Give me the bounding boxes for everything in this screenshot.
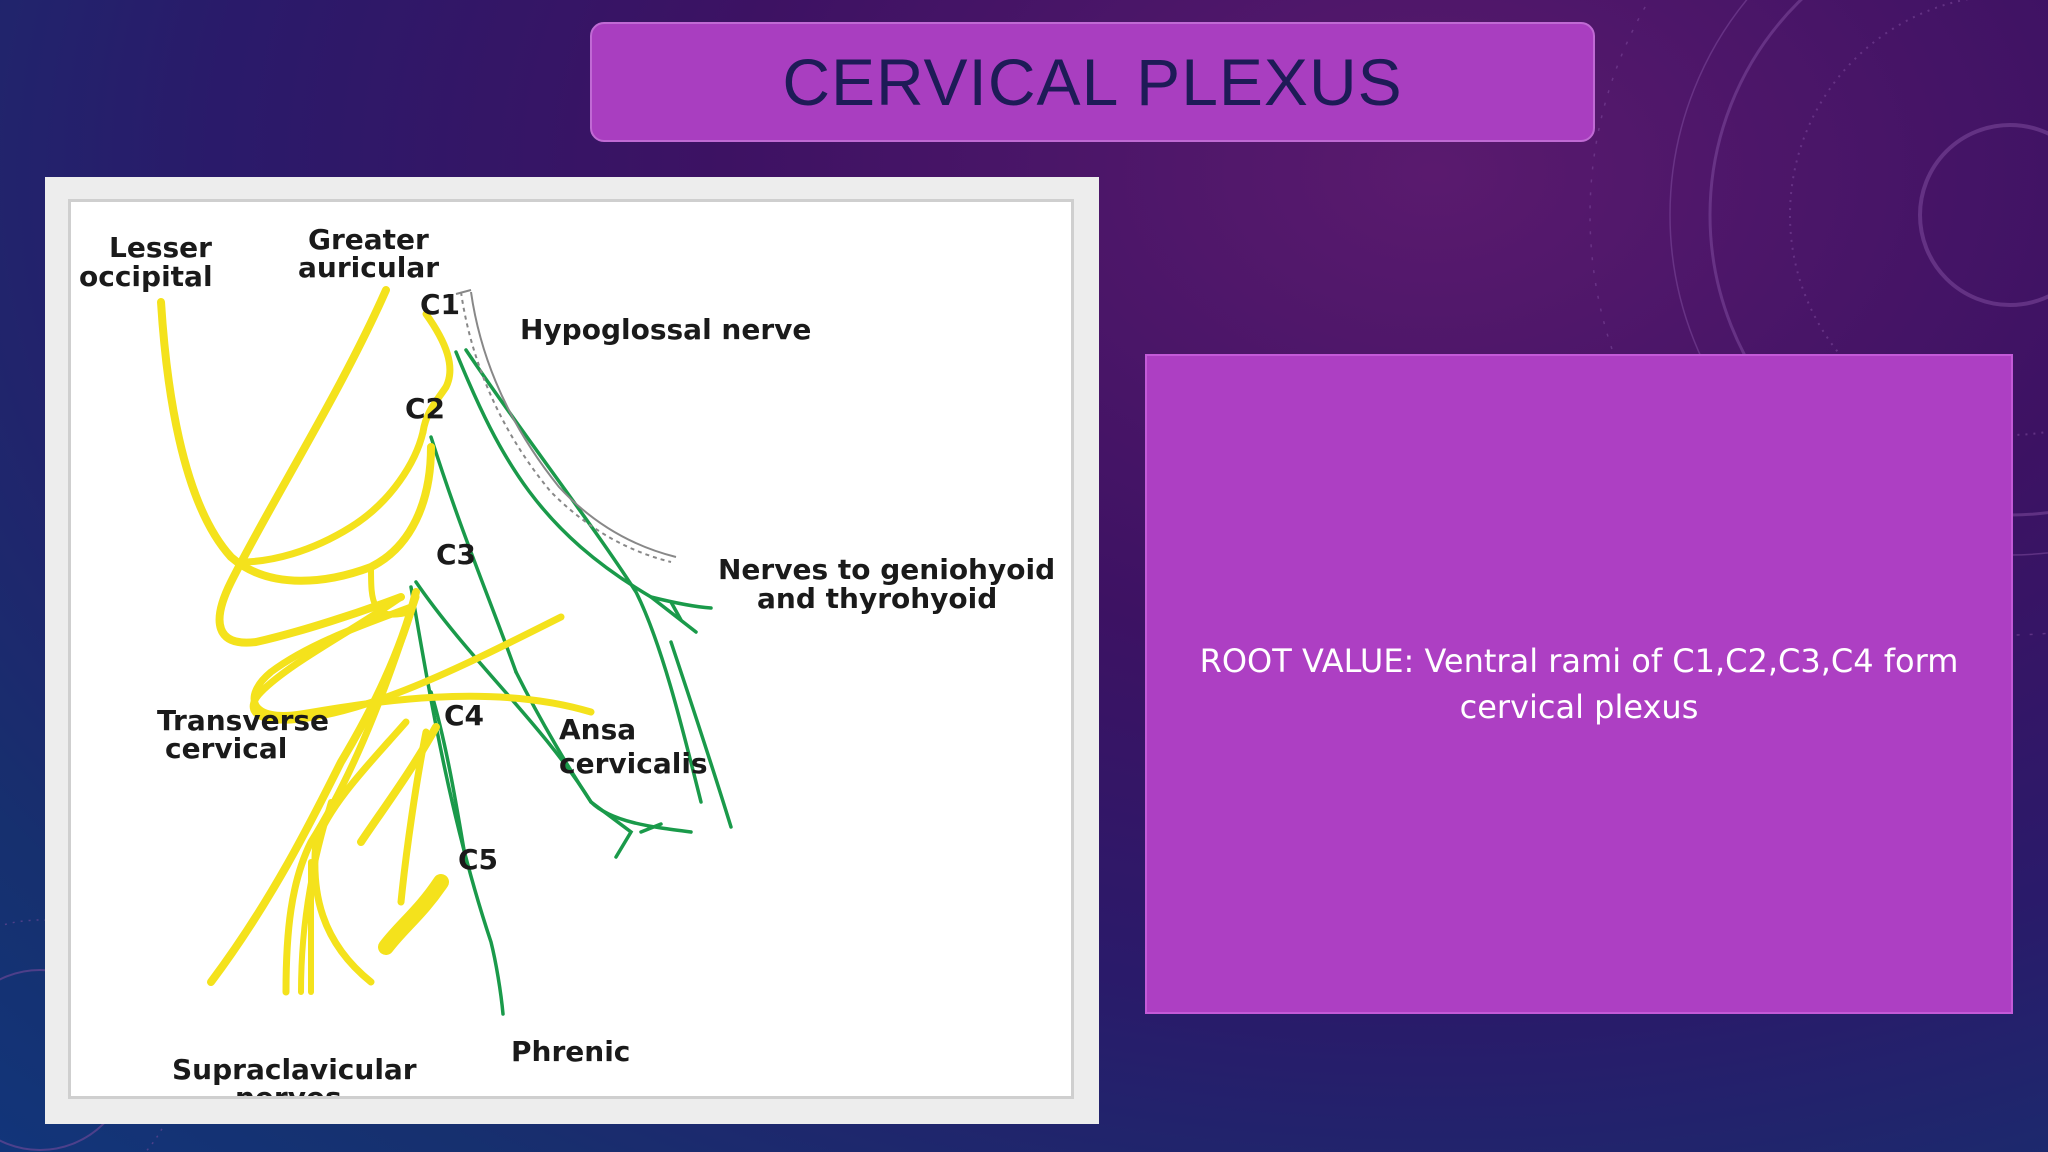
- info-box: ROOT VALUE: Ventral rami of C1,C2,C3,C4 …: [1145, 354, 2013, 1014]
- slide-title: CERVICAL PLEXUS: [782, 45, 1403, 119]
- label-c5: C5: [458, 843, 498, 876]
- title-banner: CERVICAL PLEXUS: [590, 22, 1595, 142]
- green-nerves: [409, 348, 733, 1016]
- label-cervicalis: cervicalis: [559, 747, 708, 780]
- label-greater: Greater: [308, 223, 429, 256]
- label-c1: C1: [420, 288, 460, 321]
- label-auricular: auricular: [298, 251, 439, 284]
- label-nerves: nerves: [235, 1081, 342, 1096]
- yellow-nerves: [157, 286, 595, 996]
- hypoglossal-nerve-path: [455, 289, 677, 563]
- label-c2: C2: [405, 392, 445, 425]
- label-lesser: Lesser: [109, 231, 212, 264]
- label-c4: C4: [444, 699, 484, 732]
- label-geniohyoid: Nerves to geniohyoid: [718, 553, 1055, 586]
- label-hypoglossal: Hypoglossal nerve: [520, 313, 811, 346]
- label-c3: C3: [436, 538, 476, 571]
- label-phrenic: Phrenic: [511, 1035, 630, 1068]
- label-transverse: Transverse: [157, 704, 329, 737]
- diagram-frame: Lesser occipital Greater auricular C1 C2…: [45, 177, 1099, 1124]
- label-ansa: Ansa: [559, 713, 636, 746]
- label-cervical: cervical: [165, 732, 287, 765]
- label-supraclavicular: Supraclavicular: [172, 1053, 417, 1086]
- label-occipital: occipital: [79, 260, 213, 293]
- label-thyrohyoid: and thyrohyoid: [757, 582, 997, 615]
- root-value-text: ROOT VALUE: Ventral rami of C1,C2,C3,C4 …: [1199, 642, 1959, 726]
- cervical-plexus-diagram: Lesser occipital Greater auricular C1 C2…: [68, 199, 1074, 1099]
